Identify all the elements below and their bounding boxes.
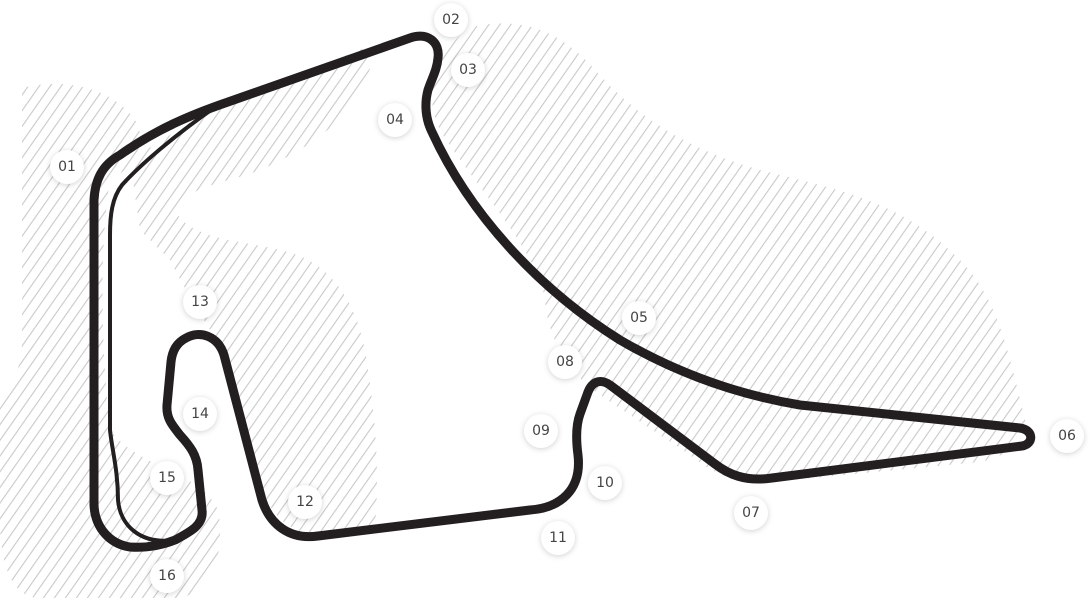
main-circuit	[89, 31, 1036, 552]
turn-label-02: 02	[442, 12, 460, 28]
turn-label-04: 04	[386, 112, 404, 128]
turn-marker-11: 11	[541, 521, 575, 555]
turn-marker-08: 08	[548, 345, 582, 379]
turn-label-09: 09	[532, 423, 550, 439]
turn-label-14: 14	[191, 406, 209, 422]
turn-label-05: 05	[630, 310, 648, 326]
inner-loop	[108, 106, 216, 543]
turn-label-12: 12	[296, 494, 314, 510]
turn-label-16: 16	[158, 568, 176, 584]
turn-label-06: 06	[1058, 428, 1076, 444]
turn-label-03: 03	[459, 62, 477, 78]
turn-label-11: 11	[549, 530, 567, 546]
turn-label-07: 07	[742, 505, 760, 521]
runoff-area-east	[432, 23, 1026, 483]
turn-marker-13: 13	[183, 285, 217, 319]
turn-marker-14: 14	[183, 397, 217, 431]
turn-markers: 01 02 03 04 05 06 07 08 09 10 11 12 13 1…	[50, 3, 1084, 593]
turn-marker-05: 05	[622, 301, 656, 335]
turn-marker-02: 02	[434, 3, 468, 37]
runoff-area-north	[130, 45, 377, 535]
turn-marker-06: 06	[1050, 419, 1084, 453]
turn-marker-09: 09	[524, 414, 558, 448]
turn-label-01: 01	[58, 159, 76, 175]
turn-marker-12: 12	[288, 485, 322, 519]
turn-marker-15: 15	[150, 461, 184, 495]
race-track	[89, 31, 1036, 552]
turn-marker-16: 16	[150, 559, 184, 593]
turn-marker-01: 01	[50, 150, 84, 184]
turn-label-10: 10	[596, 475, 614, 491]
turn-marker-03: 03	[451, 53, 485, 87]
turn-label-13: 13	[191, 294, 209, 310]
turn-marker-07: 07	[734, 496, 768, 530]
turn-marker-04: 04	[378, 103, 412, 137]
turn-label-08: 08	[556, 354, 574, 370]
turn-marker-10: 10	[588, 466, 622, 500]
turn-label-15: 15	[158, 470, 176, 486]
